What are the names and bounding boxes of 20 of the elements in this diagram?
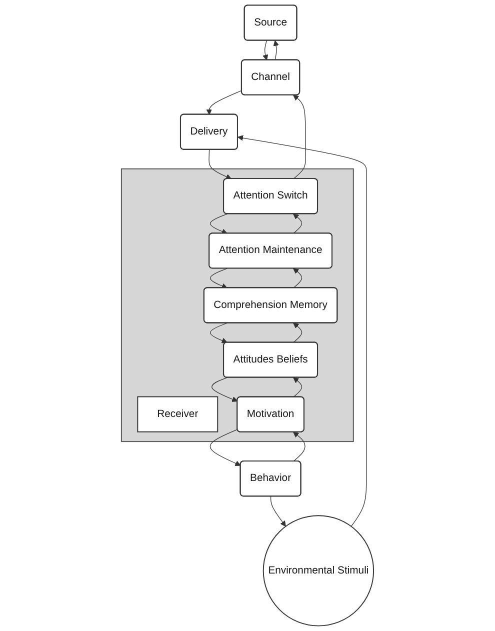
node-circle: Environmental Stimuli <box>262 515 374 626</box>
arrow <box>293 94 306 180</box>
arrow <box>210 429 241 466</box>
arrow <box>293 432 306 462</box>
arrow <box>238 135 367 527</box>
arrow <box>208 149 232 180</box>
arrow <box>293 214 302 234</box>
arrow <box>262 40 268 60</box>
arrow <box>293 377 302 398</box>
node-box: Receiver <box>137 396 218 432</box>
arrow <box>270 496 286 527</box>
arrow <box>273 40 279 60</box>
arrow <box>210 322 228 344</box>
arrow <box>206 90 242 115</box>
arrow <box>293 322 302 343</box>
arrow <box>210 214 228 234</box>
cluster <box>120 168 354 442</box>
arrow <box>210 268 228 289</box>
arrow <box>293 268 302 288</box>
arrow <box>212 377 238 402</box>
